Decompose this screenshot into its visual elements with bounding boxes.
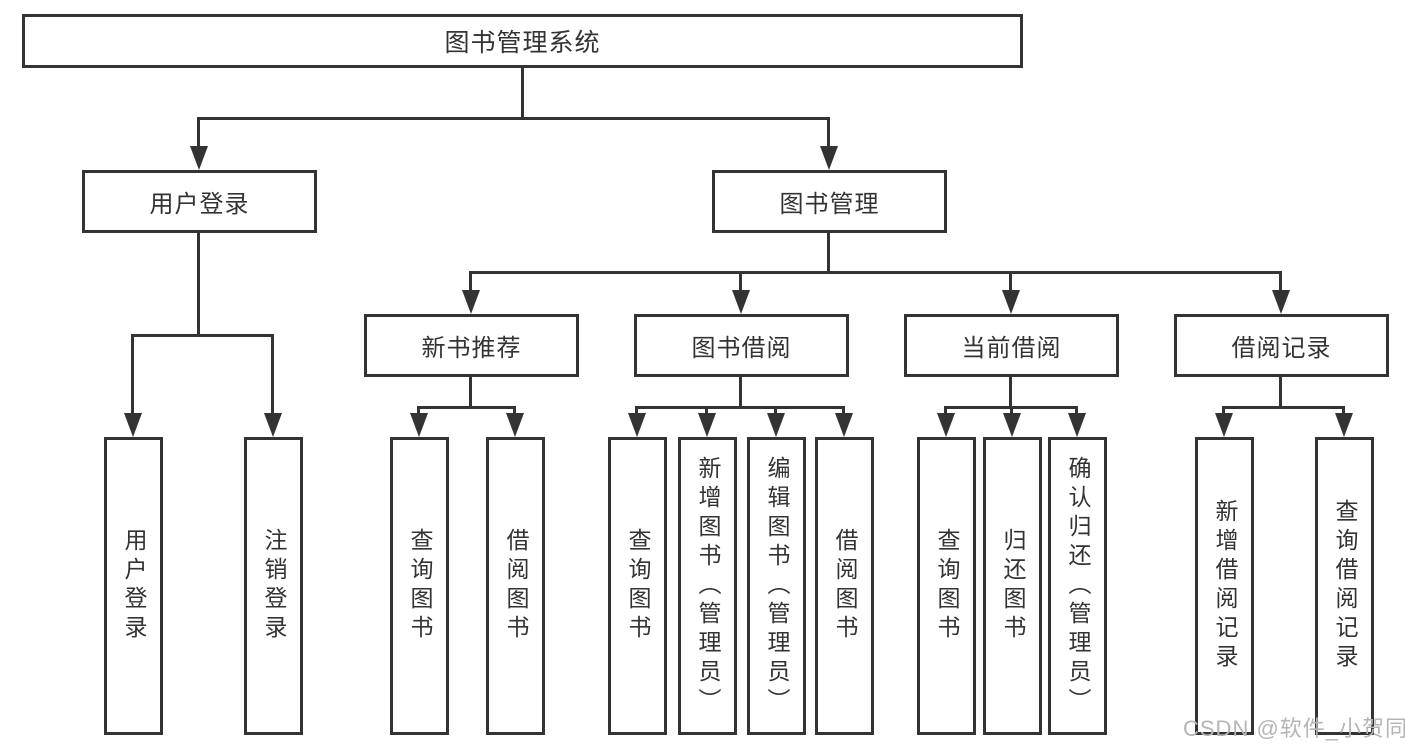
arrowhead-icon xyxy=(124,413,142,437)
connector-line xyxy=(197,117,830,120)
leaf-borrow-query-books: 查询图书 xyxy=(608,437,667,735)
node-book-borrow: 图书借阅 xyxy=(634,314,849,377)
connector-line xyxy=(197,233,200,335)
connector-line xyxy=(1075,406,1078,418)
connector-line xyxy=(131,334,274,337)
arrowhead-icon xyxy=(1003,413,1021,437)
arrowhead-icon xyxy=(264,413,282,437)
connector-line xyxy=(827,117,830,148)
node-new-books: 新书推荐 xyxy=(364,314,579,377)
leaf-logout-label: 注销登录 xyxy=(261,528,287,644)
connector-line xyxy=(469,377,472,407)
connector-line xyxy=(1009,271,1012,292)
arrowhead-icon xyxy=(1068,413,1086,437)
watermark: CSDN @软件_小贺同学 xyxy=(1183,716,1405,741)
connector-line xyxy=(705,406,708,418)
connector-line xyxy=(739,377,742,407)
connector-line xyxy=(1010,406,1013,418)
arrowhead-icon xyxy=(820,146,838,170)
connector-line xyxy=(635,406,845,409)
leaf-edit-book-admin: 编辑图书（管理员） xyxy=(747,437,806,735)
leaf-return-books: 归还图书 xyxy=(983,437,1042,735)
leaf-add-borrow-record: 新增借阅记录 xyxy=(1195,437,1254,735)
node-new-books-label: 新书推荐 xyxy=(421,335,522,362)
connector-line xyxy=(197,117,200,148)
connector-line xyxy=(739,271,742,292)
connector-line xyxy=(774,406,777,418)
connector-line xyxy=(1279,377,1282,407)
leaf-query-borrow-record-label: 查询借阅记录 xyxy=(1332,499,1358,673)
connector-line xyxy=(1222,406,1225,418)
node-book-mgmt-branch-label: 图书管理 xyxy=(779,191,880,218)
node-user-login-branch-label: 用户登录 xyxy=(149,191,250,218)
connector-line xyxy=(1342,406,1345,418)
arrowhead-icon xyxy=(506,413,524,437)
node-book-borrow-label: 图书借阅 xyxy=(691,335,792,362)
leaf-add-book-admin: 新增图书（管理员） xyxy=(678,437,737,735)
connector-line xyxy=(469,271,472,292)
leaf-borrow-borrow-books: 借阅图书 xyxy=(815,437,874,735)
connector-line xyxy=(1279,271,1282,292)
node-current-borrow: 当前借阅 xyxy=(904,314,1119,377)
leaf-newbooks-borrow-books: 借阅图书 xyxy=(486,437,545,735)
leaf-current-query-books: 查询图书 xyxy=(917,437,976,735)
arrowhead-icon xyxy=(410,413,428,437)
connector-line xyxy=(827,233,830,273)
arrowhead-icon xyxy=(628,413,646,437)
arrowhead-icon xyxy=(1215,413,1233,437)
node-borrow-records-label: 借阅记录 xyxy=(1231,335,1332,362)
node-user-login-branch: 用户登录 xyxy=(82,170,317,233)
connector-line xyxy=(271,334,274,416)
leaf-logout: 注销登录 xyxy=(244,437,303,735)
leaf-return-books-label: 归还图书 xyxy=(1000,528,1026,644)
leaf-borrow-query-books-label: 查询图书 xyxy=(625,528,651,644)
arrowhead-icon xyxy=(190,146,208,170)
connector-line xyxy=(1009,377,1012,407)
leaf-edit-book-admin-label: 编辑图书（管理员） xyxy=(764,455,790,717)
leaf-newbooks-query-books: 查询图书 xyxy=(390,437,449,735)
leaf-confirm-return-admin: 确认归还（管理员） xyxy=(1048,437,1107,735)
node-book-mgmt-branch: 图书管理 xyxy=(712,170,947,233)
connector-line xyxy=(417,406,420,418)
leaf-confirm-return-admin-label: 确认归还（管理员） xyxy=(1065,455,1091,717)
leaf-add-book-admin-label: 新增图书（管理员） xyxy=(695,455,721,717)
leaf-current-query-books-label: 查询图书 xyxy=(934,528,960,644)
connector-line xyxy=(417,406,516,409)
connector-line xyxy=(521,68,524,118)
leaf-user-login-label: 用户登录 xyxy=(121,528,147,644)
node-root-label: 图书管理系统 xyxy=(444,29,601,57)
leaf-query-borrow-record: 查询借阅记录 xyxy=(1315,437,1374,735)
leaf-user-login: 用户登录 xyxy=(104,437,163,735)
connector-line xyxy=(842,406,845,418)
arrowhead-icon xyxy=(462,290,480,314)
connector-line xyxy=(635,406,638,418)
node-current-borrow-label: 当前借阅 xyxy=(961,335,1062,362)
arrowhead-icon xyxy=(1272,290,1290,314)
leaf-newbooks-query-books-label: 查询图书 xyxy=(407,528,433,644)
arrowhead-icon xyxy=(1002,290,1020,314)
connector-line xyxy=(469,271,1282,274)
node-borrow-records: 借阅记录 xyxy=(1174,314,1389,377)
arrowhead-icon xyxy=(835,413,853,437)
leaf-borrow-borrow-books-label: 借阅图书 xyxy=(832,528,858,644)
arrowhead-icon xyxy=(767,413,785,437)
connector-line xyxy=(944,406,947,418)
node-root: 图书管理系统 xyxy=(22,14,1023,68)
leaf-newbooks-borrow-books-label: 借阅图书 xyxy=(503,528,529,644)
arrowhead-icon xyxy=(698,413,716,437)
arrowhead-icon xyxy=(732,290,750,314)
leaf-add-borrow-record-label: 新增借阅记录 xyxy=(1212,499,1238,673)
arrowhead-icon xyxy=(937,413,955,437)
arrowhead-icon xyxy=(1335,413,1353,437)
connector-line xyxy=(513,406,516,418)
connector-line xyxy=(131,334,134,416)
connector-line xyxy=(1222,406,1345,409)
